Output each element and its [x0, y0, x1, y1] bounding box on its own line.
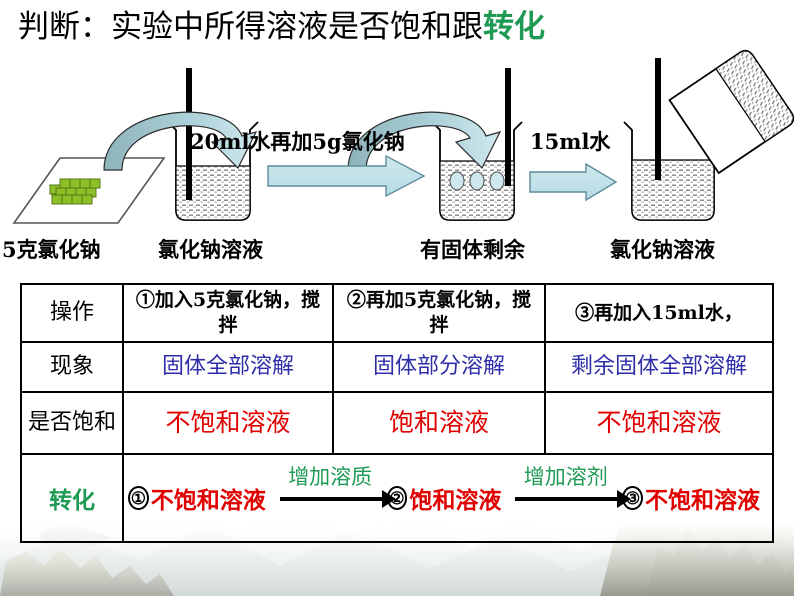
watch-glass-label: 5克氯化钠 — [2, 237, 101, 262]
experiment-diagram: 20ml水再加5g氯化钠 15ml水 5克氯化钠 氯化钠溶液 有固体剩余 氯化钠… — [0, 48, 794, 263]
step2-text: 15ml水 — [530, 129, 611, 154]
conversion-term-1: 不饱和溶液 — [150, 487, 266, 514]
page-title-main: 判断：实验中所得溶液是否饱和跟 — [18, 9, 483, 45]
conversion-number-1: ① — [128, 486, 149, 510]
saturation-cell-2: 饱和溶液 — [332, 391, 546, 455]
results-table: 操作 ①加入5克氯化钠，搅拌 ②再加5克氯化钠，搅拌 ③再加入15ml水， 现象… — [20, 283, 774, 543]
saturation-cell-1: 不饱和溶液 — [122, 391, 334, 455]
arrow-head-icon — [381, 490, 396, 508]
block-arrow-1 — [267, 154, 426, 198]
table-row-phenomenon: 现象 固体全部溶解 固体部分溶解 剩余固体全部溶解 — [20, 341, 774, 393]
operation-cell-3: ③再加入15ml水， — [544, 283, 774, 343]
row-label-operation: 操作 — [20, 283, 124, 343]
row-label-phenomenon: 现象 — [20, 341, 124, 393]
phenomenon-cell-1: 固体全部溶解 — [122, 341, 334, 393]
row-label-saturation: 是否饱和 — [20, 391, 124, 455]
table-row-saturation: 是否饱和 不饱和溶液 饱和溶液 不饱和溶液 — [20, 391, 774, 455]
conversion-term-2: 饱和溶液 — [409, 487, 502, 514]
arrow-line-icon — [279, 497, 384, 501]
conversion-arrow-1: 增加溶质 — [279, 465, 396, 513]
operation-cell-2: ②再加5克氯化钠，搅拌 — [332, 283, 546, 343]
conversion-arrow-2-label: 增加溶剂 — [523, 465, 608, 489]
conversion-term-3: 不饱和溶液 — [644, 487, 760, 514]
watch-glass-shape — [12, 157, 166, 224]
phenomenon-cell-2: 固体部分溶解 — [332, 341, 546, 393]
phenomenon-cell-3: 剩余固体全部溶解 — [544, 341, 774, 393]
block-arrow-2 — [529, 162, 618, 202]
arrow-line-icon — [515, 497, 620, 501]
beaker-3-shape — [623, 49, 794, 221]
pouring-beaker-shape — [668, 49, 794, 175]
conversion-flow-cell: ① 不饱和溶液 增加溶质 ② 饱和溶液 增加溶剂 — [122, 453, 774, 543]
conversion-arrow-2: 增加溶剂 — [515, 465, 632, 513]
arrow-head-icon — [617, 490, 632, 508]
page-title-highlight: 转化 — [483, 9, 545, 45]
step1-text: 20ml水再加5g氯化钠 — [190, 129, 405, 154]
saturation-cell-3: 不饱和溶液 — [544, 391, 774, 455]
operation-cell-1: ①加入5克氯化钠，搅拌 — [122, 283, 334, 343]
beaker2-label: 有固体剩余 — [420, 237, 525, 262]
page-title: 判断：实验中所得溶液是否饱和跟转化 — [18, 8, 545, 46]
row-label-conversion: 转化 — [20, 453, 124, 543]
beaker3-label: 氯化钠溶液 — [610, 237, 715, 262]
table-row-operation: 操作 ①加入5克氯化钠，搅拌 ②再加5克氯化钠，搅拌 ③再加入15ml水， — [20, 283, 774, 343]
beaker1-label: 氯化钠溶液 — [158, 237, 263, 262]
table-row-conversion: 转化 ① 不饱和溶液 增加溶质 ② 饱和溶液 — [20, 453, 774, 543]
conversion-arrow-1-label: 增加溶质 — [288, 465, 373, 489]
